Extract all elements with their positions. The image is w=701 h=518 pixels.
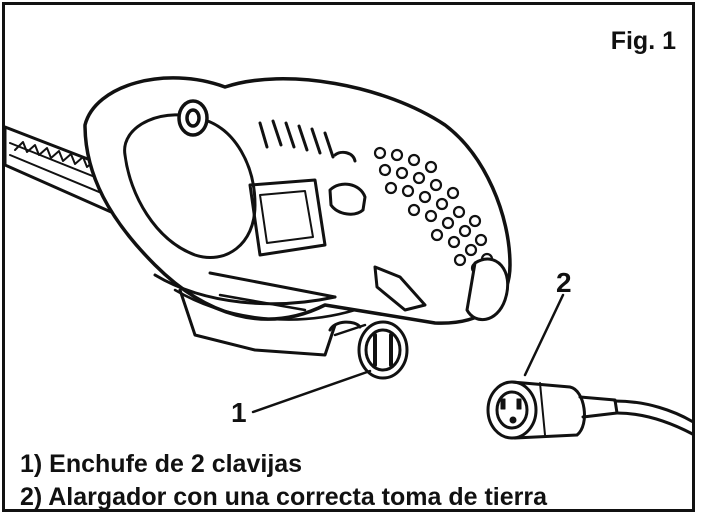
figure-title: Fig. 1 (610, 27, 676, 55)
legend: 1) Enchufe de 2 clavijas 2) Alargador co… (20, 448, 548, 511)
callout-label-2: 2 (556, 267, 572, 298)
end-cap (465, 257, 510, 321)
legend-item-2: 2) Alargador con una correcta toma de ti… (20, 483, 548, 511)
callout-label-1: 1 (231, 397, 247, 428)
trimmer-housing (83, 76, 512, 357)
legend-item-1: 1) Enchufe de 2 clavijas (20, 450, 303, 478)
extension-cord-socket (486, 380, 692, 440)
leader-line-2 (523, 293, 565, 377)
hedge-trimmer-illustration (5, 76, 692, 440)
two-prong-plug (328, 320, 409, 380)
leader-line-1 (251, 369, 372, 414)
figure-frame: Fig. 1 1 2 1) Enchufe de 2 clavijas 2) A… (2, 2, 695, 512)
